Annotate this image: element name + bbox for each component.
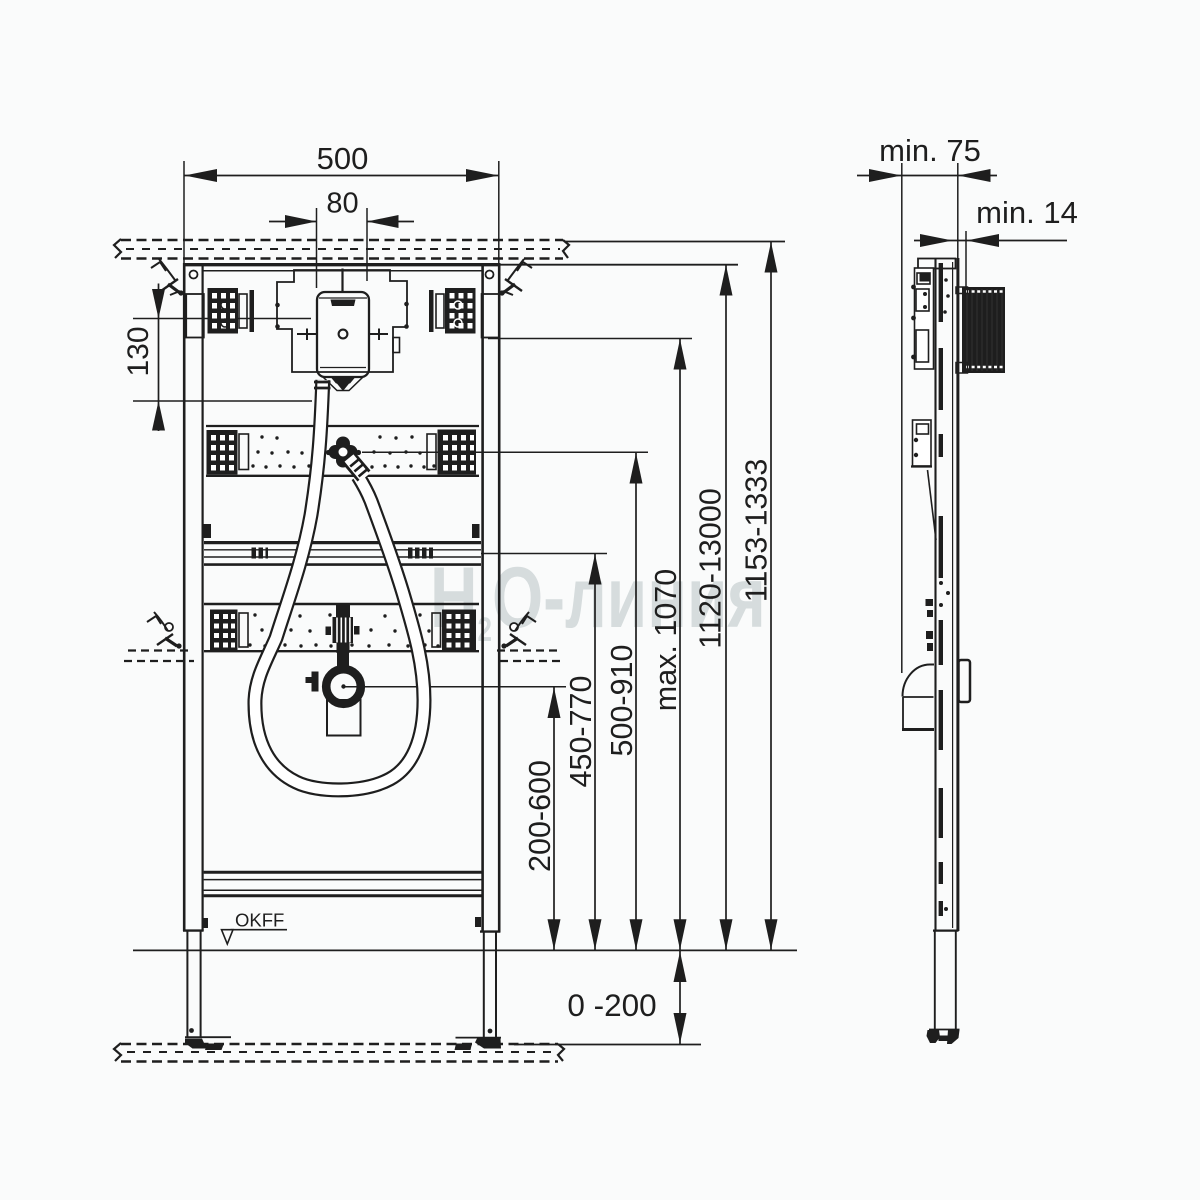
svg-text:450-770: 450-770 [564,676,598,788]
svg-text:min. 75: min. 75 [879,133,981,168]
svg-text:130: 130 [122,326,155,376]
svg-text:0 -200: 0 -200 [567,987,656,1023]
svg-text:max. 1070: max. 1070 [649,569,683,711]
svg-text:200-600: 200-600 [523,760,557,872]
svg-text:500: 500 [317,141,369,176]
svg-text:80: 80 [326,188,358,220]
svg-text:OKFF: OKFF [235,910,284,931]
svg-text:500-910: 500-910 [605,645,639,757]
svg-text:min. 14: min. 14 [976,195,1078,230]
svg-text:1120-13000: 1120-13000 [694,488,728,649]
svg-text:1153-1333: 1153-1333 [740,459,774,603]
